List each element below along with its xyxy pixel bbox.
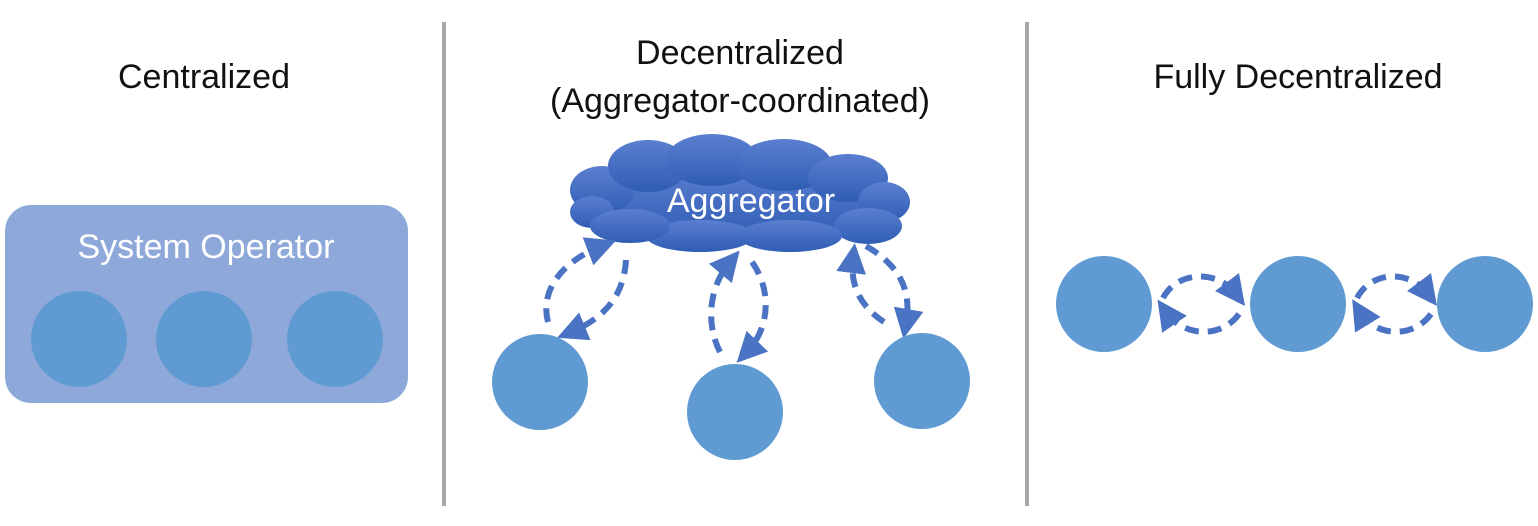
arrow-aggregator-to-node1 [557,259,629,341]
centralized-title: Centralized [118,58,290,96]
arrow-peer2-to-peer3 [1354,272,1438,306]
arrow-node1-to-aggregator [543,237,617,323]
arrow-node2-to-aggregator [708,250,740,354]
operator-node-2 [156,291,252,387]
operator-node-1 [31,291,127,387]
aggregator-label: Aggregator [667,182,835,220]
prosumer-node-3 [874,333,970,429]
peer-node-1 [1056,256,1152,352]
peer-node-2 [1250,256,1346,352]
fully-decentralized-title: Fully Decentralized [1153,58,1442,96]
prosumer-node-1 [492,334,588,430]
decentralized-title-line2: (Aggregator-coordinated) [550,82,930,120]
arrow-aggregator-to-node2 [736,260,769,363]
panel-centralized: Centralized System Operator [5,58,408,403]
arrow-aggregator-to-node3 [864,243,924,339]
system-operator-label: System Operator [78,228,335,266]
arrow-peer1-to-peer2 [1160,272,1246,306]
panel-fully-decentralized: Fully Decentralized [1056,58,1533,352]
panel-decentralized: Decentralized (Aggregator-coordinated) A… [492,34,970,460]
peer-node-3 [1437,256,1533,352]
aggregator-cloud [570,134,910,252]
arrow-peer3-to-peer2 [1352,299,1434,335]
operator-node-3 [287,291,383,387]
arrow-peer2-to-peer1 [1157,299,1242,335]
arrow-node3-to-aggregator [836,243,886,325]
prosumer-node-2 [687,364,783,460]
decentralized-title-line1: Decentralized [636,34,844,72]
